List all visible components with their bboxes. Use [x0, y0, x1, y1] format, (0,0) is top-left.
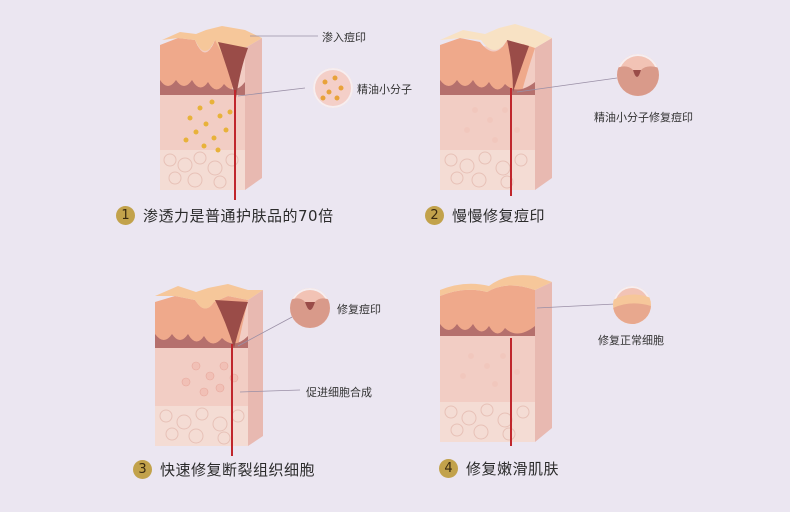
step-4: 4 修复嫩滑肌肤 — [439, 458, 559, 479]
label-oil-molecule: 精油小分子 — [357, 83, 412, 96]
label-promote-cell-synthesis: 促进细胞合成 — [306, 386, 372, 399]
skin-block-3 — [155, 284, 301, 456]
label-repair-normal-cells: 修复正常细胞 — [598, 334, 664, 347]
step-2: 2 慢慢修复痘印 — [425, 205, 545, 226]
step-3-text: 快速修复断裂组织细胞 — [160, 461, 316, 479]
label-seep-scar: 渗入痘印 — [322, 31, 366, 44]
step-1: 1 渗透力是普通护肤品的70倍 — [116, 205, 334, 226]
label-repair-scar: 修复痘印 — [337, 303, 381, 316]
skin-block-2 — [440, 24, 618, 196]
step-3-badge: 3 — [133, 460, 152, 479]
step-2-text: 慢慢修复痘印 — [452, 207, 546, 225]
panel-step-2: 精油小分子修复痘印 2 慢慢修复痘印 — [395, 0, 790, 240]
normal-cell-zoom-circle — [613, 286, 651, 324]
panel-step-4: 修复正常细胞 4 修复嫩滑肌肤 — [395, 256, 790, 512]
step-4-text: 修复嫩滑肌肤 — [466, 460, 560, 478]
step-1-text: 渗透力是普通护肤品的70倍 — [143, 207, 334, 225]
panel-step-3: 修复痘印 促进细胞合成 3 快速修复断裂组织细胞 — [0, 256, 395, 512]
step-2-badge: 2 — [425, 206, 444, 225]
scar-repair-zoom-circle — [290, 288, 330, 328]
step-4-badge: 4 — [439, 459, 458, 478]
repair-scar-zoom-circle — [617, 54, 659, 96]
panel-step-1: 渗入痘印 精油小分子 1 渗透力是普通护肤品的70倍 — [0, 0, 412, 240]
step-3: 3 快速修复断裂组织细胞 — [133, 459, 315, 480]
skin-block-4 — [440, 275, 616, 446]
skin-block-1 — [160, 26, 318, 200]
oil-molecule-zoom-circle — [313, 68, 353, 108]
label-oil-repair-scar: 精油小分子修复痘印 — [594, 111, 693, 124]
step-1-badge: 1 — [116, 206, 135, 225]
